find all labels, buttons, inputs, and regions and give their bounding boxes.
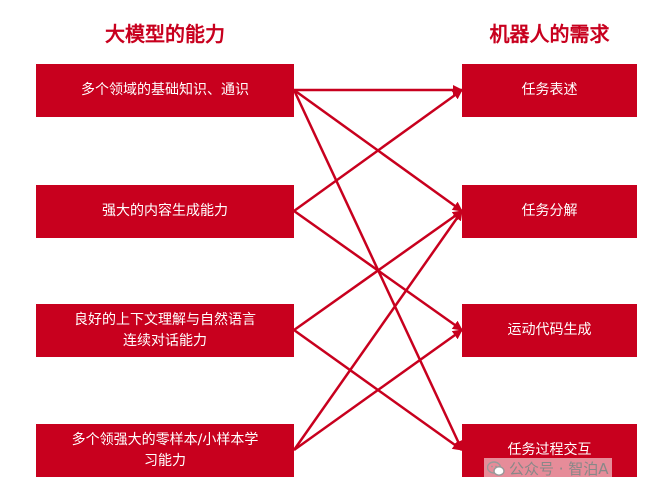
arrow-3-to-1: [292, 210, 464, 451]
need-label: 运动代码生成: [507, 322, 592, 338]
need-label: 任务分解: [521, 203, 578, 219]
need-box-task-decomposition: 任务分解: [462, 185, 637, 238]
arrow-1-to-0: [293, 88, 463, 213]
capability-label: 良好的上下文理解与自然语言 连续对话能力: [74, 311, 256, 349]
capability-label: 多个领域的基础知识、通识: [81, 82, 249, 98]
needs-heading: 机器人的需求: [489, 22, 610, 46]
capability-box-content-generation: 强大的内容生成能力: [36, 185, 294, 238]
need-box-motion-code-generation: 运动代码生成: [462, 304, 637, 357]
capability-box-general-knowledge: 多个领域的基础知识、通识: [36, 64, 294, 117]
need-label: 任务表述: [521, 82, 578, 98]
need-box-task-description: 任务表述: [462, 64, 637, 117]
capability-box-context-dialogue: 良好的上下文理解与自然语言 连续对话能力: [36, 304, 294, 357]
wechat-icon: [486, 460, 505, 477]
capability-box-few-shot-learning: 多个领强大的零样本/小样本学 习能力: [36, 424, 294, 477]
arrow-3-to-2: [293, 328, 463, 452]
capability-label: 多个领强大的零样本/小样本学 习能力: [71, 431, 259, 469]
watermark-text: 公众号 · 智泊A: [509, 460, 609, 478]
need-label: 任务过程交互: [507, 442, 592, 458]
arrow-2-to-1: [293, 209, 463, 332]
capability-label: 强大的内容生成能力: [102, 203, 228, 219]
wechat-watermark: 公众号 · 智泊A: [484, 458, 612, 479]
capabilities-heading: 大模型的能力: [105, 22, 225, 46]
